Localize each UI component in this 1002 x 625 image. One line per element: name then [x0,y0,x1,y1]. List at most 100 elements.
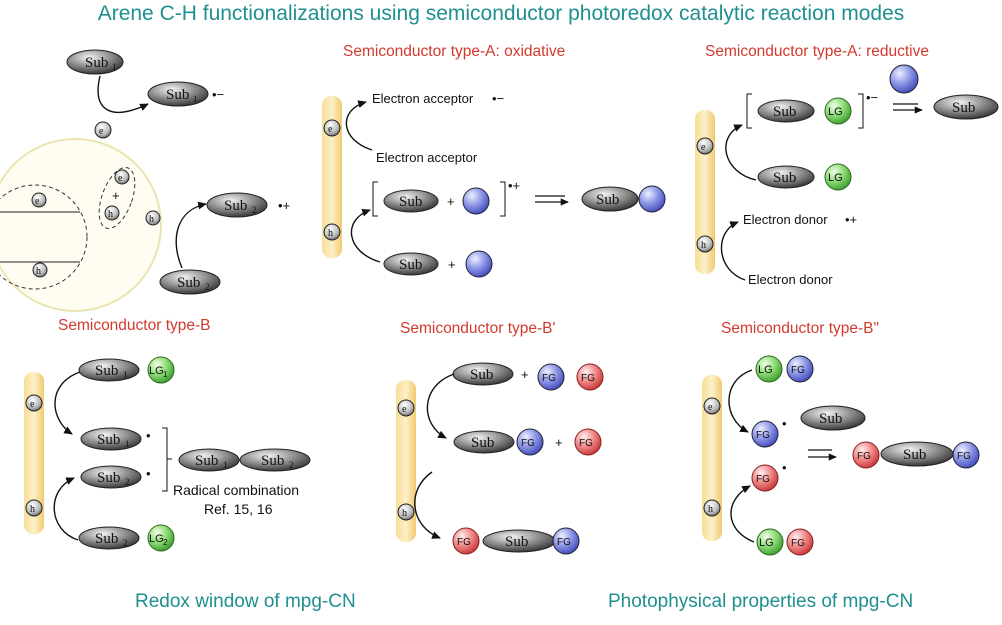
section-title-type-b-prime: Semiconductor type-B' [400,320,556,337]
svg-text:•−: •− [492,91,504,106]
radical-combination-label: Radical combination [173,482,299,498]
svg-text:•−: •− [212,87,224,102]
reactant-sub-fg1-fg2: Sub + FG FG [452,362,604,391]
bar-type-b: e h [24,372,44,534]
svg-text:e: e [30,399,35,410]
svg-text:Sub: Sub [903,447,926,463]
electron-donor: Electron donor [748,272,833,287]
product-fg2-sub-fg1: FG Sub FG [452,527,580,555]
svg-text:LG: LG [149,365,164,377]
molecule-sub2-cation: Sub 2 •+ [206,192,290,218]
semiconductor-particle [0,138,162,312]
electron-marker: e [94,121,112,139]
diagram-title: Arene C-H functionalizations using semic… [97,2,905,25]
svg-text:1: 1 [223,460,228,470]
svg-text:e: e [701,142,706,153]
svg-text:1: 1 [193,94,198,104]
electron-donor-cation: Electron donor [743,212,828,227]
product-fg2-sub-fg1-b2: FG Sub FG [852,441,980,469]
electron-acceptor-anion: Electron acceptor [372,91,474,106]
section-title-type-a-reductive: Semiconductor type-A: reductive [705,43,929,60]
svg-text:e: e [99,126,104,137]
svg-text:FG: FG [791,538,805,549]
svg-text:e: e [402,404,407,415]
svg-text:+: + [448,257,456,272]
svg-text:LG: LG [828,172,843,184]
svg-text:FG: FG [756,474,770,485]
svg-text:+: + [521,367,529,382]
reference-label: Ref. 15, 16 [204,501,273,517]
svg-text:FG: FG [579,438,593,449]
svg-text:e: e [328,124,333,135]
reactant-sub-lg: Sub LG [757,163,852,191]
svg-text:LG: LG [828,106,843,118]
svg-text:Sub: Sub [95,363,118,379]
svg-text:+: + [447,194,455,209]
reactant-sub2-lg2: Sub 2 LG 2 [78,524,175,552]
svg-text:LG: LG [149,533,164,545]
product-sub1-sub2: Sub 1 Sub 2 [178,448,311,472]
svg-text:Sub: Sub [97,470,120,486]
svg-text:FG: FG [457,537,471,548]
svg-text:FG: FG [791,365,805,376]
svg-text:Sub: Sub [952,100,975,116]
svg-text:h: h [36,266,41,277]
svg-text:FG: FG [857,451,871,462]
svg-text:h: h [30,504,35,515]
svg-text:Sub: Sub [773,170,796,186]
svg-text:FG: FG [581,373,595,384]
radical-fg1: FG • [751,416,787,448]
svg-text:h: h [149,214,154,225]
svg-text:Sub: Sub [773,104,796,120]
molecule-sub-b2: Sub [800,405,866,431]
reactant-lg2-fg2: LG FG [756,528,814,556]
svg-text:•+: •+ [845,212,857,227]
svg-text:•+: •+ [508,178,520,193]
svg-text:Sub: Sub [195,453,218,469]
svg-text:e: e [35,196,40,207]
svg-text:Sub: Sub [177,275,200,291]
electron-acceptor: Electron acceptor [376,150,478,165]
svg-text:•: • [782,416,787,431]
svg-text:e: e [118,173,123,184]
svg-text:LG: LG [759,537,774,549]
svg-text:1: 1 [112,62,117,72]
bar-type-b-prime: e h [396,380,416,542]
molecule-sub1-top: Sub 1 [66,49,124,75]
svg-text:FG: FG [521,438,535,449]
bracket-radical-cation: Sub + •+ [372,178,520,217]
footer-redox-window: Redox window of mpg-CN [135,591,356,612]
radical-sub1: Sub 1 • [80,427,151,451]
sub1-label: Sub [85,55,108,71]
svg-text:+: + [555,435,563,450]
reactant-lg1-fg1: LG FG [755,355,814,383]
section-title-type-b-double-prime: Semiconductor type-B" [721,320,879,337]
footer-photophysical: Photophysical properties of mpg-CN [608,591,914,612]
svg-text:2: 2 [123,538,128,548]
svg-text:2: 2 [289,460,294,470]
svg-text:FG: FG [542,373,556,384]
reactant-sub1-lg1: Sub 1 LG 1 [78,356,175,384]
svg-text:Sub: Sub [819,411,842,427]
svg-text:+: + [112,188,120,203]
svg-text:h: h [708,504,713,515]
svg-text:h: h [108,209,113,220]
svg-text:•: • [146,466,151,481]
radical-sub2: Sub 2 • [80,465,151,489]
svg-text:Sub: Sub [261,453,284,469]
svg-text:2: 2 [163,538,168,547]
svg-text:Sub: Sub [166,87,189,103]
molecule-sub1-anion: Sub 1 •− [147,81,224,107]
bracket-radical-anion: Sub LG •− [746,90,878,129]
svg-text:Sub: Sub [596,192,619,208]
svg-text:FG: FG [756,430,770,441]
svg-text:Sub: Sub [470,367,493,383]
svg-text:Sub: Sub [471,435,494,451]
svg-text:2: 2 [125,477,130,487]
product-sub-ball: Sub [581,185,666,213]
svg-text:LG: LG [758,364,773,376]
svg-text:Sub: Sub [95,531,118,547]
bar-type-b-double-prime: e h [702,375,722,541]
